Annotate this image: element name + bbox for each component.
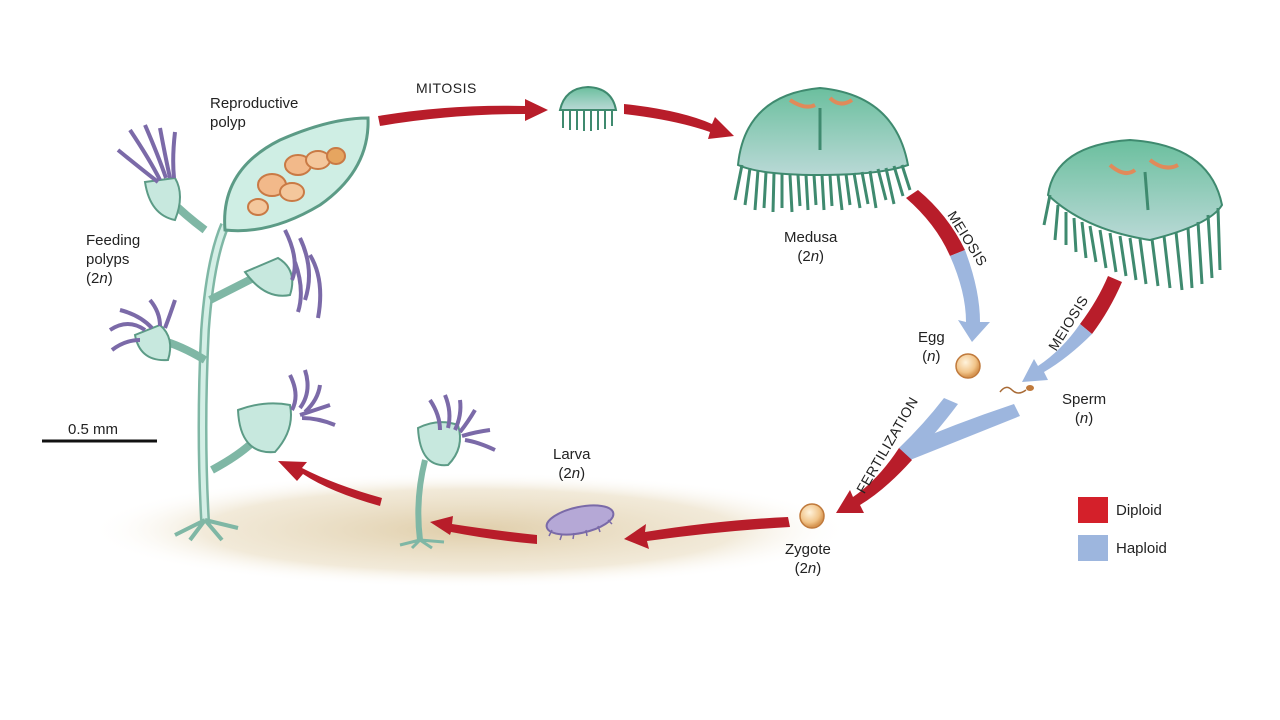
larva — [545, 504, 615, 541]
medusa-male — [1042, 138, 1224, 291]
meiosis-egg-arrow-diploid — [906, 190, 965, 256]
medusa-female — [733, 86, 912, 213]
small-medusa — [558, 85, 618, 131]
label-feeding-polyps: Feeding polyps (2n) — [86, 232, 141, 287]
settled-polyp — [399, 394, 496, 550]
mitosis-arrow — [378, 99, 548, 126]
egg-cell — [955, 353, 981, 379]
label-zygote: Zygote (2n) — [785, 541, 831, 577]
legend-diploid: Diploid — [1078, 497, 1162, 523]
growth-arrow — [624, 104, 734, 139]
fertilization-arrow-diploid — [836, 448, 912, 513]
polyp-colony — [108, 116, 370, 542]
larva-to-polyp-arrow — [430, 516, 537, 544]
legend-haploid-label: Haploid — [1116, 539, 1167, 557]
polyp-to-colony-arrow — [278, 461, 382, 506]
meiosis-egg-arrow-haploid — [950, 250, 990, 342]
label-reproductive-polyp: Reproductive polyp — [210, 95, 299, 131]
label-medusa: Medusa (2n) — [784, 229, 838, 265]
zygote-cell — [799, 503, 825, 529]
legend-haploid-swatch — [1078, 535, 1108, 561]
label-sperm: Sperm (n) — [1062, 391, 1107, 427]
meiosis-sperm-arrow-diploid — [1080, 276, 1122, 334]
label-larva: Larva (2n) — [553, 446, 591, 482]
legend-haploid: Haploid — [1078, 535, 1167, 561]
meiosis-sperm-arrow-haploid — [1022, 324, 1092, 382]
legend-diploid-label: Diploid — [1116, 501, 1162, 519]
label-scale: 0.5 mm — [68, 421, 119, 438]
sperm-cell — [999, 385, 1034, 394]
zygote-to-larva-arrow — [624, 517, 790, 549]
legend-diploid-swatch — [1078, 497, 1108, 523]
fertilization-sperm-branch — [899, 404, 1020, 460]
label-mitosis: MITOSIS — [416, 80, 477, 96]
label-egg: Egg (n) — [918, 329, 945, 365]
